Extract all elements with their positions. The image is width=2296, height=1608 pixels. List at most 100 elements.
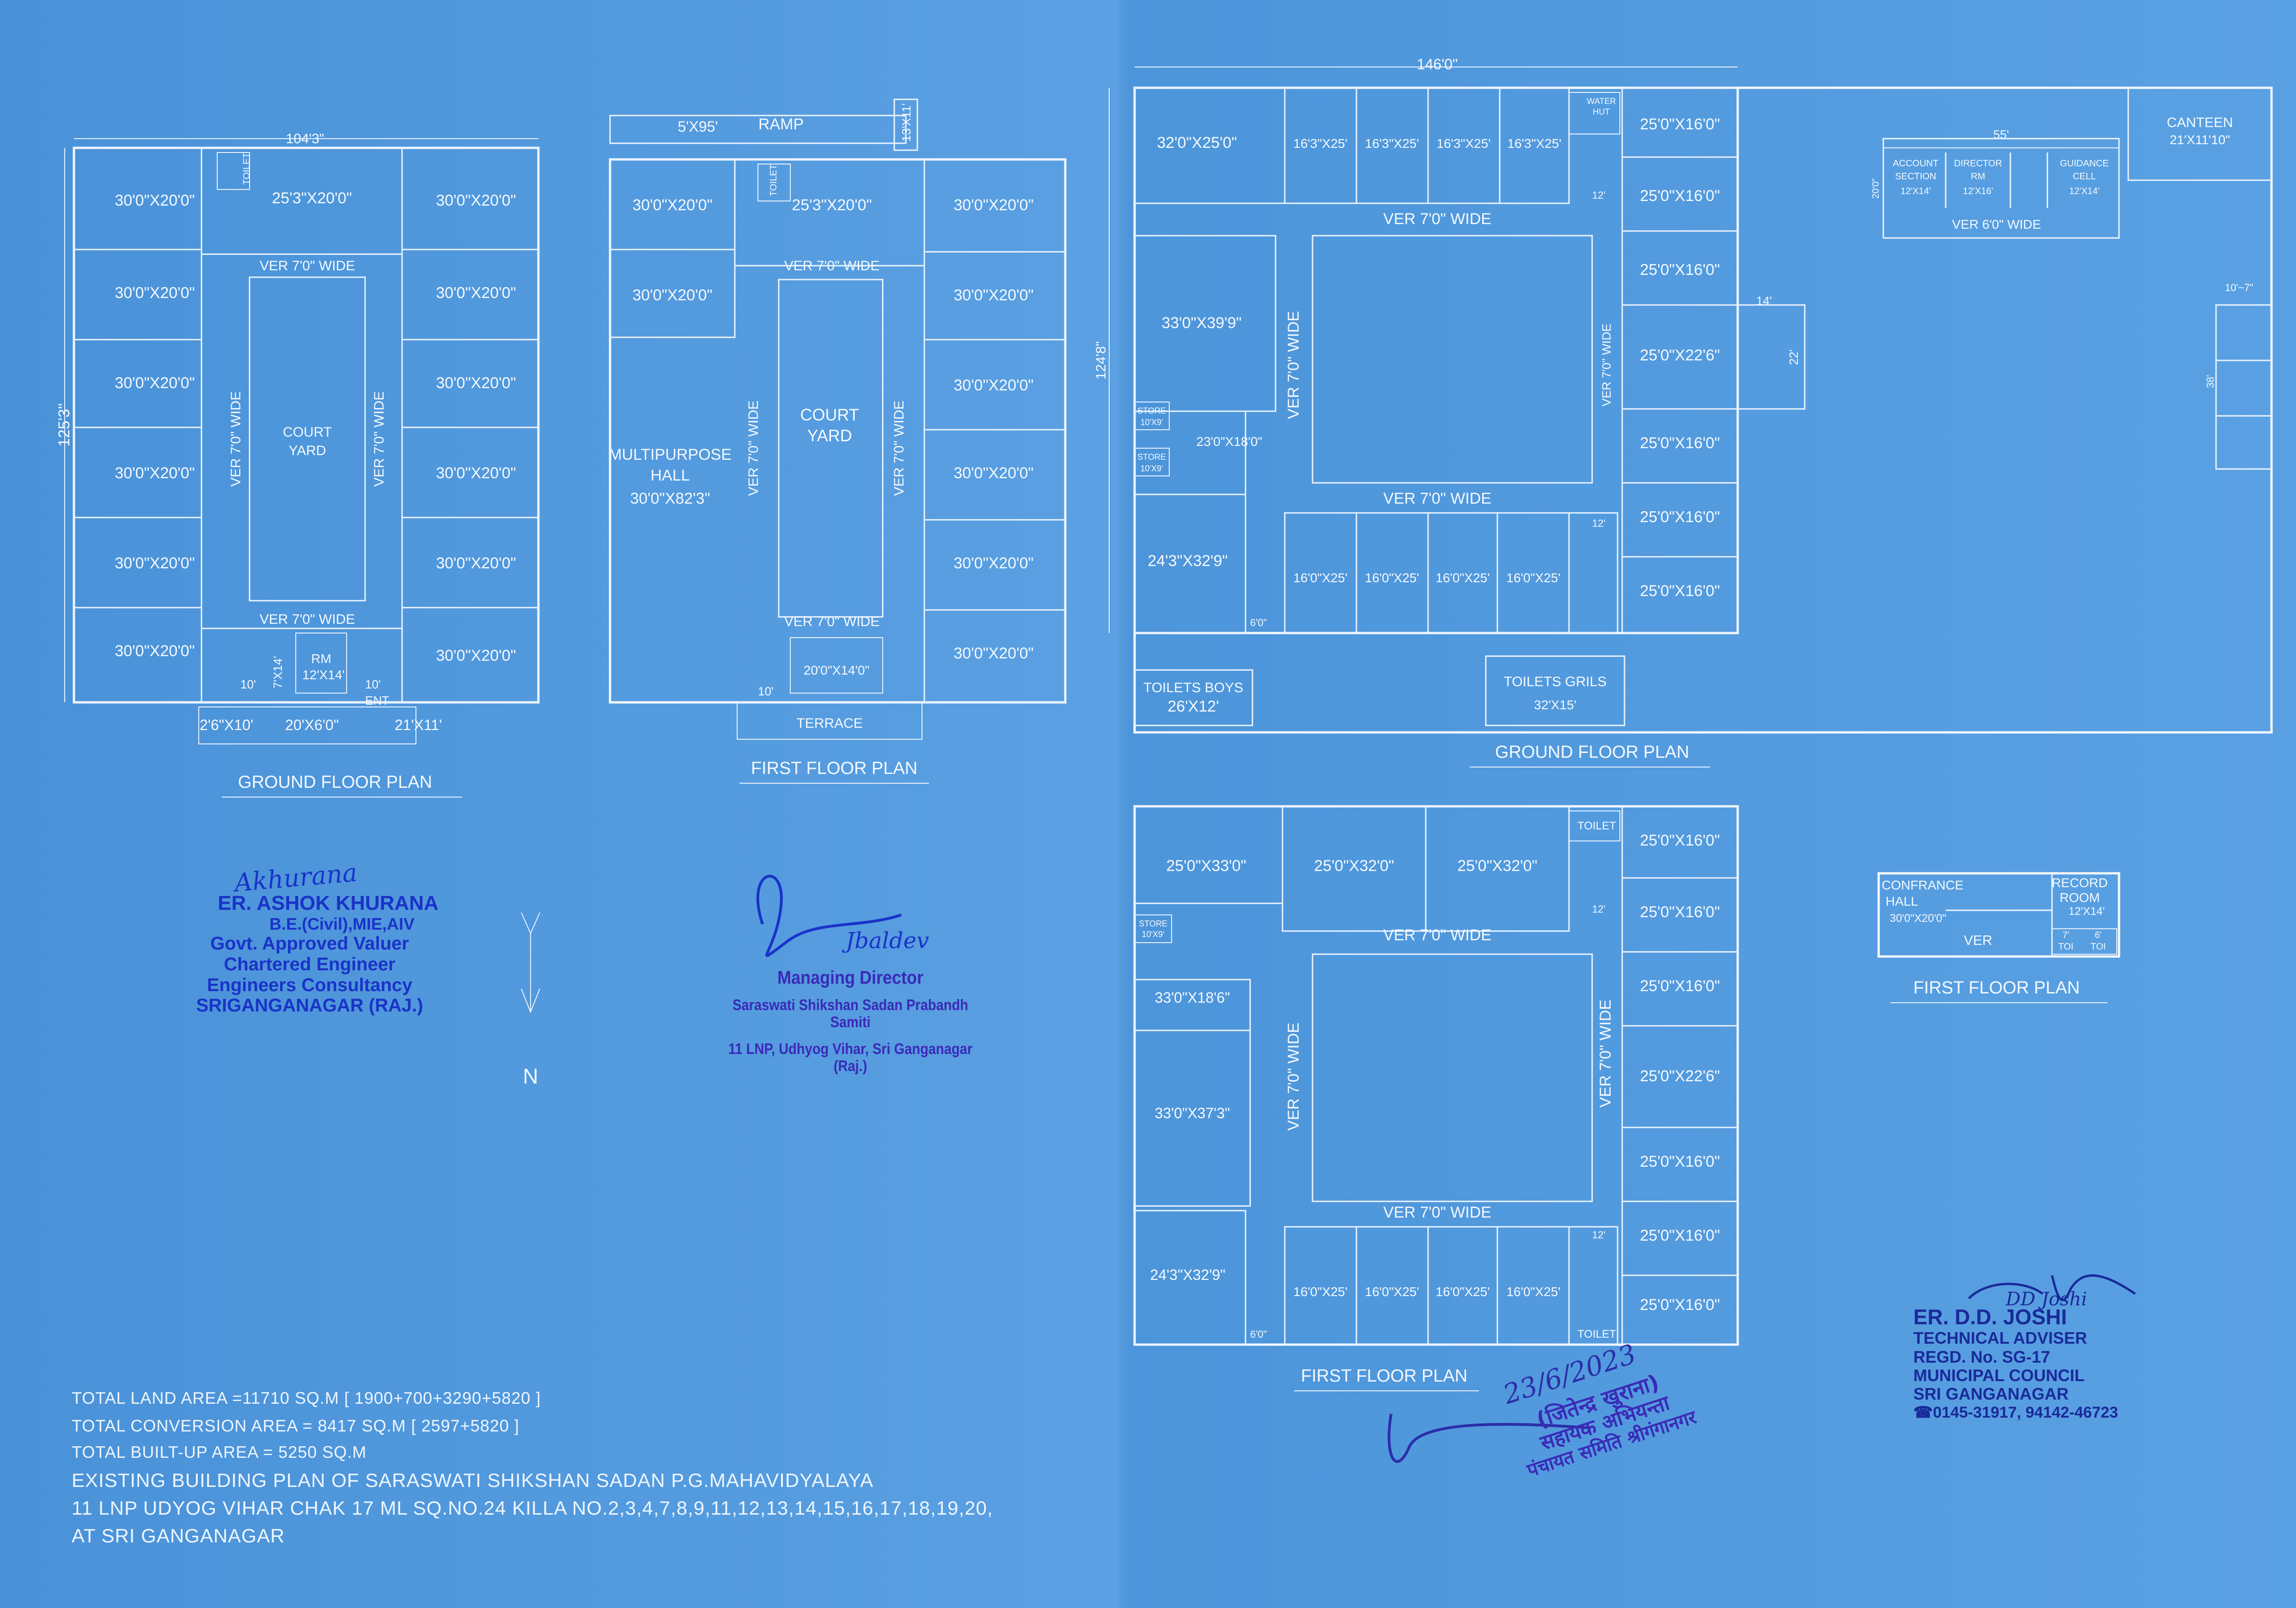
svg-text:FIRST FLOOR PLAN: FIRST FLOOR PLAN [1913,978,2080,998]
svg-text:CANTEEN: CANTEEN [2167,115,2233,130]
svg-text:124'8": 124'8" [1093,341,1109,379]
svg-text:30'0"X20'0": 30'0"X20'0" [953,286,1033,304]
svg-text:VER 7'0" WIDE: VER 7'0" WIDE [746,401,761,496]
svg-text:16'3"X25': 16'3"X25' [1507,136,1561,151]
svg-text:TOI: TOI [2091,942,2106,952]
svg-text:HALL: HALL [650,467,690,484]
svg-text:10'X9': 10'X9' [1141,418,1163,427]
engineer-line-5: SRIGANGANAGAR (RAJ.) [196,995,423,1016]
svg-text:20'0"X14'0": 20'0"X14'0" [804,663,870,677]
svg-text:12'X14': 12'X14' [2069,905,2105,918]
director-stamp: Jbaldev Managing Director Saraswati Shik… [693,928,1008,1075]
svg-text:125'3": 125'3" [55,403,73,447]
svg-text:30'0"X20'0": 30'0"X20'0" [953,464,1033,482]
svg-text:25'0"X16'0": 25'0"X16'0" [1640,434,1720,452]
svg-text:STORE: STORE [1137,452,1166,462]
svg-text:TERRACE: TERRACE [796,716,862,731]
svg-text:CELL: CELL [2073,171,2096,182]
svg-text:12': 12' [1592,189,1606,201]
svg-text:30'0"X20'0": 30'0"X20'0" [436,284,516,302]
svg-text:VER 7'0" WIDE: VER 7'0" WIDE [1383,926,1491,944]
engineer-line-2: Govt. Approved Valuer [210,933,409,954]
left-ground-floor-plan: 30'0"X20'0" 30'0"X20'0" 30'0"X20'0" 30'0… [55,131,540,798]
svg-text:25'0"X16'0": 25'0"X16'0" [1640,582,1720,600]
svg-text:25'0"X16'0": 25'0"X16'0" [1640,903,1720,921]
svg-text:25'0"X16'0": 25'0"X16'0" [1640,832,1720,849]
svg-text:10': 10' [365,677,381,691]
note-conversion-area: TOTAL CONVERSION AREA = 8417 SQ.M [ 2597… [72,1416,519,1435]
svg-text:25'0"X16'0": 25'0"X16'0" [1640,261,1720,279]
svg-text:GROUND FLOOR PLAN: GROUND FLOOR PLAN [1495,743,1689,762]
svg-text:12': 12' [1592,903,1606,915]
svg-text:23'0"X18'0": 23'0"X18'0" [1197,434,1263,449]
north-arrow: N [521,912,540,1088]
svg-text:30'0"X20'0": 30'0"X20'0" [436,647,516,664]
svg-text:YARD: YARD [288,443,326,458]
svg-text:32'X15': 32'X15' [1534,698,1576,712]
joshi-line-4: SRI GANGANAGAR [1913,1384,2069,1404]
svg-text:VER 7'0" WIDE: VER 7'0" WIDE [260,612,355,627]
svg-text:16'0"X25': 16'0"X25' [1435,1285,1490,1299]
svg-text:25'0"X16'0": 25'0"X16'0" [1640,977,1720,995]
svg-text:16'3"X25': 16'3"X25' [1365,136,1419,151]
svg-text:26'X12': 26'X12' [1167,698,1219,715]
svg-text:SECTION: SECTION [1895,171,1936,182]
svg-text:16'0"X25': 16'0"X25' [1365,571,1419,585]
joshi-name: ER. D.D. JOSHI [1913,1304,2067,1329]
svg-text:5'X95': 5'X95' [678,118,718,135]
svg-text:30'0"X82'3": 30'0"X82'3" [630,490,710,507]
svg-text:30'0"X20'0": 30'0"X20'0" [632,286,712,304]
svg-text:GROUND FLOOR PLAN: GROUND FLOOR PLAN [238,773,432,792]
svg-text:24'3"X32'9": 24'3"X32'9" [1150,1267,1225,1283]
note-address: 11 LNP UDYOG VIHAR CHAK 17 ML SQ.NO.24 K… [72,1497,993,1519]
signature-strokes [756,875,2136,1463]
svg-text:RECORD: RECORD [2052,876,2107,890]
svg-text:16'0"X25': 16'0"X25' [1293,1285,1347,1299]
svg-text:21'X11': 21'X11' [395,717,442,733]
svg-text:10'~7": 10'~7" [2225,282,2253,293]
svg-text:16'0"X25': 16'0"X25' [1506,571,1560,585]
svg-text:25'0"X22'6": 25'0"X22'6" [1640,1067,1720,1085]
svg-text:ENT: ENT [365,694,389,707]
engineer-line-3: Chartered Engineer [224,954,396,975]
svg-text:VER 7'0" WIDE: VER 7'0" WIDE [228,391,244,487]
svg-text:25'3"X20'0": 25'3"X20'0" [792,196,872,214]
svg-text:104'3": 104'3" [286,131,324,146]
svg-text:30'0"X20'0": 30'0"X20'0" [115,642,195,660]
svg-text:146'0": 146'0" [1417,56,1458,73]
svg-text:VER 6'0" WIDE: VER 6'0" WIDE [1952,217,2041,231]
svg-text:10'X9': 10'X9' [1142,930,1165,939]
svg-text:25'0"X16'0": 25'0"X16'0" [1640,508,1720,526]
svg-text:VER: VER [1964,933,1992,948]
svg-text:VER 7'0" WIDE: VER 7'0" WIDE [260,258,355,274]
joshi-stamp: DD Joshi ER. D.D. JOSHI TECHNICAL ADVISE… [1913,1289,2154,1421]
svg-text:GUIDANCE: GUIDANCE [2060,158,2109,169]
svg-text:TOI: TOI [2058,942,2074,952]
joshi-line-2: REGD. No. SG-17 [1913,1347,2051,1366]
svg-text:25'0"X16'0": 25'0"X16'0" [1640,116,1720,133]
svg-text:STORE: STORE [1137,406,1166,415]
svg-text:22': 22' [1787,349,1801,365]
svg-text:12'X14': 12'X14' [302,668,345,682]
svg-text:13'X11': 13'X11' [899,103,913,141]
svg-text:25'3"X20'0": 25'3"X20'0" [272,189,352,207]
right-first-floor-annex: CONFRANCE HALL 30'0"X20'0" RECORD ROOM 1… [1877,872,2120,1003]
svg-text:30'0"X20'0": 30'0"X20'0" [115,374,195,392]
svg-text:VER 7'0" WIDE: VER 7'0" WIDE [1285,1023,1302,1131]
svg-text:16'3"X25': 16'3"X25' [1293,136,1347,151]
svg-text:VER 7'0" WIDE: VER 7'0" WIDE [784,258,879,274]
svg-text:TOILETS BOYS: TOILETS BOYS [1143,680,1243,695]
svg-text:12': 12' [1592,518,1606,529]
svg-text:16'3"X25': 16'3"X25' [1436,136,1490,151]
svg-text:VER 7'0" WIDE: VER 7'0" WIDE [892,401,907,496]
left-first-floor-plan: 30'0"X20'0" 30'0"X20'0" 30'0"X20'0" 30'0… [609,98,1067,784]
svg-text:21'X11'10": 21'X11'10" [2170,133,2230,147]
joshi-line-3: MUNICIPAL COUNCIL [1913,1365,2085,1385]
svg-text:30'0"X20'0": 30'0"X20'0" [436,464,516,482]
svg-text:TOILET: TOILET [1577,820,1616,832]
svg-text:2'6"X10': 2'6"X10' [200,717,253,733]
svg-text:ROOM: ROOM [2059,890,2100,905]
svg-text:25'0"X16'0": 25'0"X16'0" [1640,1227,1720,1244]
engineer-stamp: Akhurana ER. ASHOK KHURANA B.E.(Civil),M… [157,858,462,1016]
director-title: Managing Director [777,967,924,988]
